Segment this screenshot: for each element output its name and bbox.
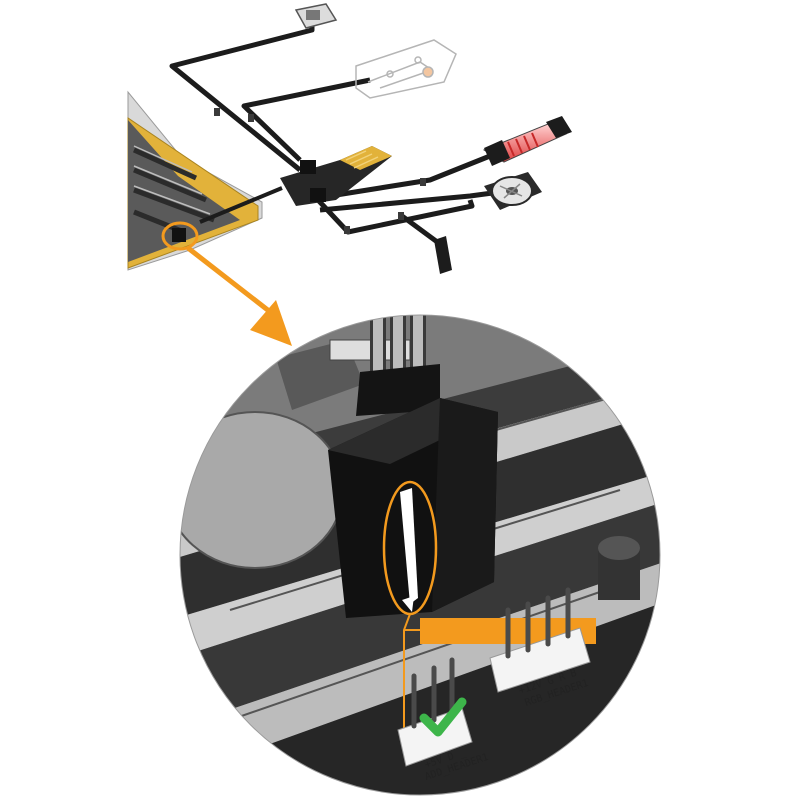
check-icon: [419, 697, 467, 737]
rgb-tube: [482, 116, 572, 166]
addr-header: [397, 657, 473, 767]
distribution-plate: [355, 39, 457, 99]
zoom-detail-view: [180, 315, 660, 795]
header-highlight-ring: [161, 221, 199, 251]
hub-body: [280, 146, 392, 206]
zoom-circle-border: [179, 314, 661, 796]
arrow-down-right-icon: [186, 246, 292, 346]
cable-joints: [214, 108, 426, 234]
fan-icon: [484, 172, 542, 210]
motherboard-corner: [127, 90, 263, 271]
addressable-rgb-connector: [328, 364, 498, 618]
rgb-header: [489, 587, 591, 693]
sata-power-connector: [434, 236, 452, 274]
controller-module: [294, 3, 338, 29]
